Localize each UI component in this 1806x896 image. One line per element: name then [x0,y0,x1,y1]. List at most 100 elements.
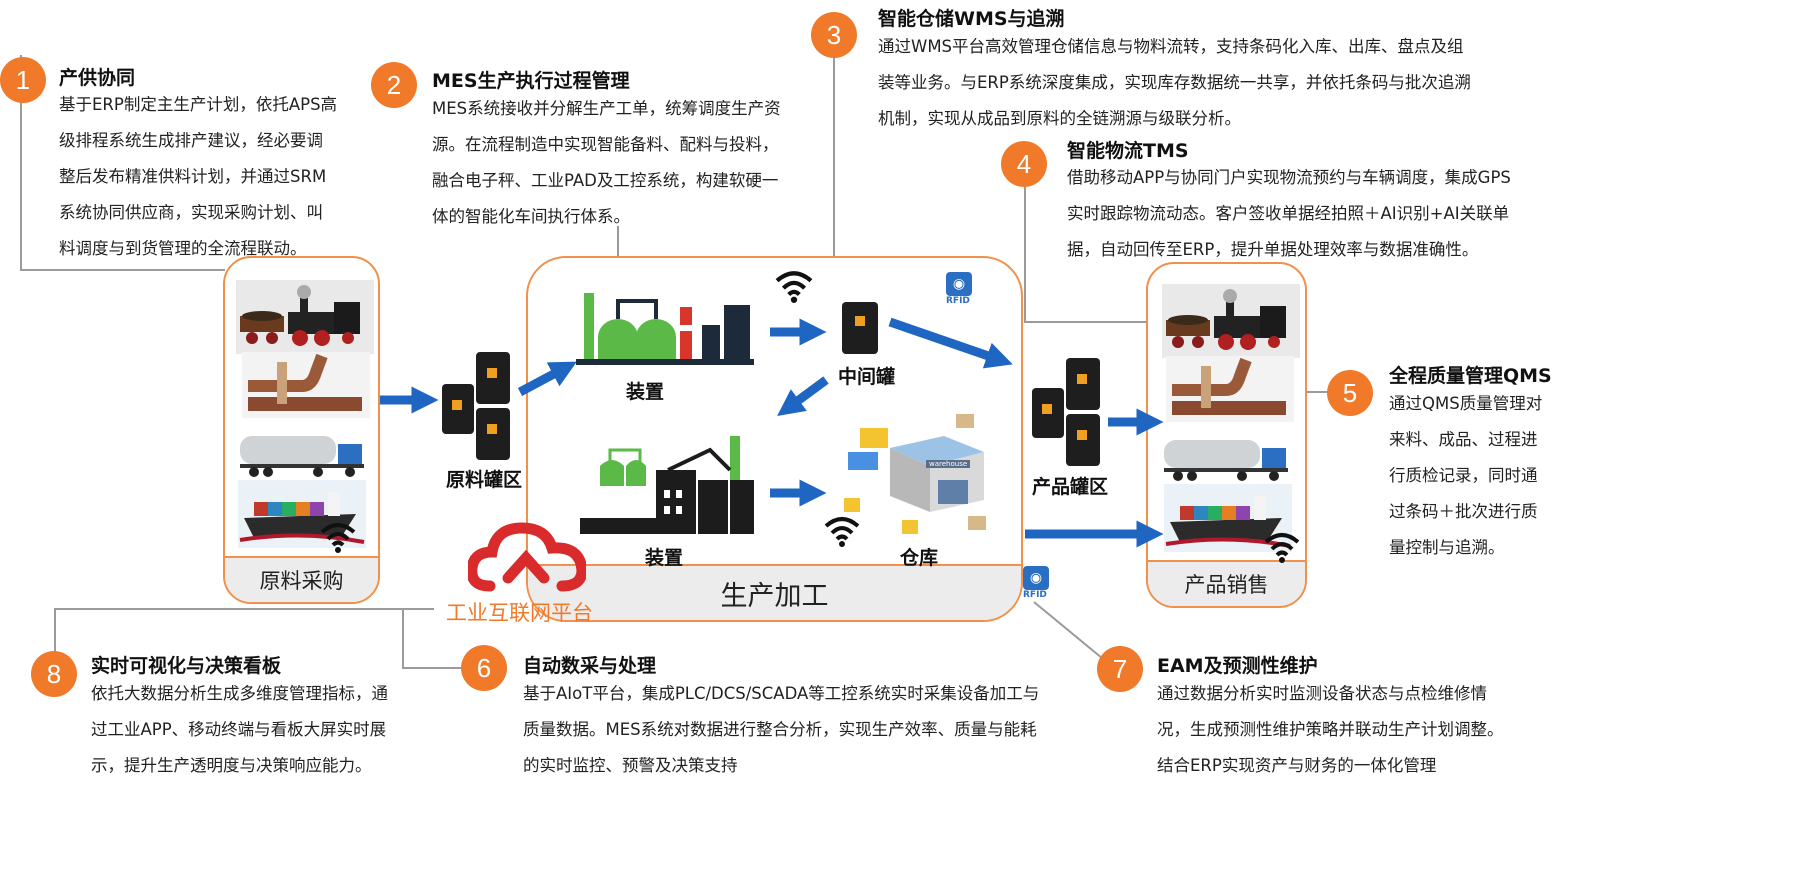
step-line: 量控制与追溯。 [1389,538,1505,557]
step-title-2: MES生产执行过程管理 [432,70,630,92]
connector-2 [617,226,619,256]
step-body-6: 基于AIoT平台，集成PLC/DCS/SCADA等工控系统实时采集设备加工与 质… [523,676,1083,784]
step-line: 的实时监控、预警及决策支持 [523,756,738,775]
wifi-sales-icon [1264,533,1300,563]
step-line: 料调度与到货管理的全流程联动。 [59,239,307,258]
warehouse-icon [844,414,986,534]
step-line: 基于AIoT平台，集成PLC/DCS/SCADA等工控系统实时采集设备加工与 [523,684,1040,703]
tanker-truck-icon-right [1164,440,1288,481]
connector-6 [402,608,404,668]
step-body-5: 通过QMS质量管理对 来料、成品、过程进 行质检记录，同时通 过条码＋批次进行质… [1389,386,1569,566]
step-title-8: 实时可视化与决策看板 [91,655,282,677]
arrow-tank-to-device [517,361,577,396]
step-badge-4: 4 [1001,141,1047,187]
train-icon [236,280,374,354]
step-line: 级排程系统生成排产建议，经必要调 [59,131,323,150]
step-line: 示，提升生产透明度与决策响应能力。 [91,756,372,775]
step-body-2: MES系统接收并分解生产工单，统筹调度生产资 源。在流程制造中实现智能备料、配料… [432,91,812,235]
step-body-3: 通过WMS平台高效管理仓储信息与物料流转，支持条码化入库、出库、盘点及组 装等业… [878,29,1518,137]
factory-bottom-icon [580,436,754,534]
step-line: 过工业APP、移动终端与看板大屏实时展 [91,720,387,739]
step-body-4: 借助移动APP与协同门户实现物流预约与车辆调度，集成GPS 实时跟踪物流动态。客… [1067,160,1547,268]
product-tank-label: 产品罐区 [1032,476,1109,498]
step-badge-2: 2 [371,62,417,108]
arrow-midtank-to-device [777,376,829,417]
sales-label: 产品销售 [1148,560,1305,606]
connector-1b [20,269,225,271]
step-badge-5: 5 [1327,370,1373,416]
step-line: 通过QMS质量管理对 [1389,394,1543,413]
product-tank-icon [1032,358,1100,466]
factory-top-icon [576,293,754,365]
step-line: 实时跟踪物流动态。客户签收单据经拍照＋AI识别+AI关联单 [1067,204,1510,223]
step-line: 通过数据分析实时监测设备状态与点检维修情 [1157,684,1487,703]
connector-6b [402,667,462,669]
raw-tank-label: 原料罐区 [446,469,523,491]
connector-5 [1300,391,1328,393]
connector-3 [833,58,835,258]
wifi-icon [320,523,356,553]
step-line: 源。在流程制造中实现智能备料、配料与投料， [432,135,779,154]
rfid-top-label: RFID [946,296,970,306]
connector-1 [20,55,22,270]
step-body-1: 基于ERP制定主生产计划，依托APS高 级排程系统生成排产建议，经必要调 整后发… [59,87,359,267]
connector-4 [1024,182,1026,322]
step-line: 行质检记录，同时通 [1389,466,1538,485]
step-line: 据，自动回传至ERP，提升单据处理效率与数据准确性。 [1067,240,1479,259]
step-line: 系统协同供应商，实现采购计划、叫 [59,203,323,222]
step-title-4: 智能物流TMS [1067,140,1189,162]
step-title-1: 产供协同 [59,67,136,89]
step-line: 来料、成品、过程进 [1389,430,1538,449]
mid-tank-label: 中间罐 [838,366,896,388]
production-label: 生产加工 [528,564,1021,620]
step-title-7: EAM及预测性维护 [1157,655,1318,677]
step-badge-7: 7 [1097,646,1143,692]
step-line: 整后发布精准供料计划，并通过SRM [59,167,327,186]
rfid-icon: ◉ [1023,566,1049,590]
step-title-3: 智能仓储WMS与追溯 [878,8,1065,30]
rfid-bottom-tag: ◉ RFID [1023,566,1053,606]
step-line: 借助移动APP与协同门户实现物流预约与车辆调度，集成GPS [1067,168,1511,187]
step-line: 况，生成预测性维护策略并联动生产计划调整。 [1157,720,1504,739]
step-line: MES系统接收并分解生产工单，统筹调度生产资 [432,99,781,118]
wifi-warehouse-icon [824,517,860,547]
step-badge-8: 8 [31,651,77,697]
raw-tank-icon [442,352,510,460]
step-line: 过条码＋批次进行质 [1389,502,1538,521]
procurement-label: 原料采购 [225,556,378,602]
tanker-truck-icon [240,436,364,477]
flow-arrows [380,317,1164,548]
step-body-7: 通过数据分析实时监测设备状态与点检维修情 况，生成预测性维护策略并联动生产计划调… [1157,676,1557,784]
device-top-label: 装置 [626,381,665,403]
step-line: 基于ERP制定主生产计划，依托APS高 [59,95,338,114]
connector-8b [54,608,434,610]
warehouse-label: 仓库 [900,547,939,569]
step-line: 机制，实现从成品到原料的全链溯源与级联分析。 [878,109,1241,128]
step-badge-6: 6 [461,645,507,691]
train-icon-right [1162,284,1300,358]
arrow-midtank-to-product [888,317,1013,369]
step-title-6: 自动数采与处理 [523,655,657,677]
wifi-top-icon [775,271,813,303]
device-bottom-label: 装置 [645,547,684,569]
step-line: 融合电子秤、工业PAD及工控系统，构建软硬一 [432,171,779,190]
step-badge-3: 3 [811,12,857,58]
rfid-top-tag: ◉ RFID [946,272,976,312]
platform-label: 工业互联网平台 [446,601,593,625]
step-line: 依托大数据分析生成多维度管理指标，通 [91,684,388,703]
step-line: 质量数据。MES系统对数据进行整合分析，实现生产效率、质量与能耗 [523,720,1037,739]
cargo-ship-icon-right [1164,484,1292,552]
warehouse-sign: warehouse [926,460,971,468]
step-title-5: 全程质量管理QMS [1389,365,1552,387]
pipeline-icon-right [1166,356,1294,422]
rfid-bottom-label: RFID [1023,590,1047,600]
connector-8 [54,608,56,656]
step-line: 体的智能化车间执行体系。 [432,207,630,226]
mid-tank-icon [842,302,878,354]
cloud-icon [468,522,586,592]
pipeline-icon [242,352,370,418]
step-badge-1: 1 [0,57,46,103]
step-line: 结合ERP实现资产与财务的一体化管理 [1157,756,1437,775]
rfid-icon: ◉ [946,272,972,296]
step-line: 装等业务。与ERP系统深度集成，实现库存数据统一共享，并依托条码与批次追溯 [878,73,1471,92]
